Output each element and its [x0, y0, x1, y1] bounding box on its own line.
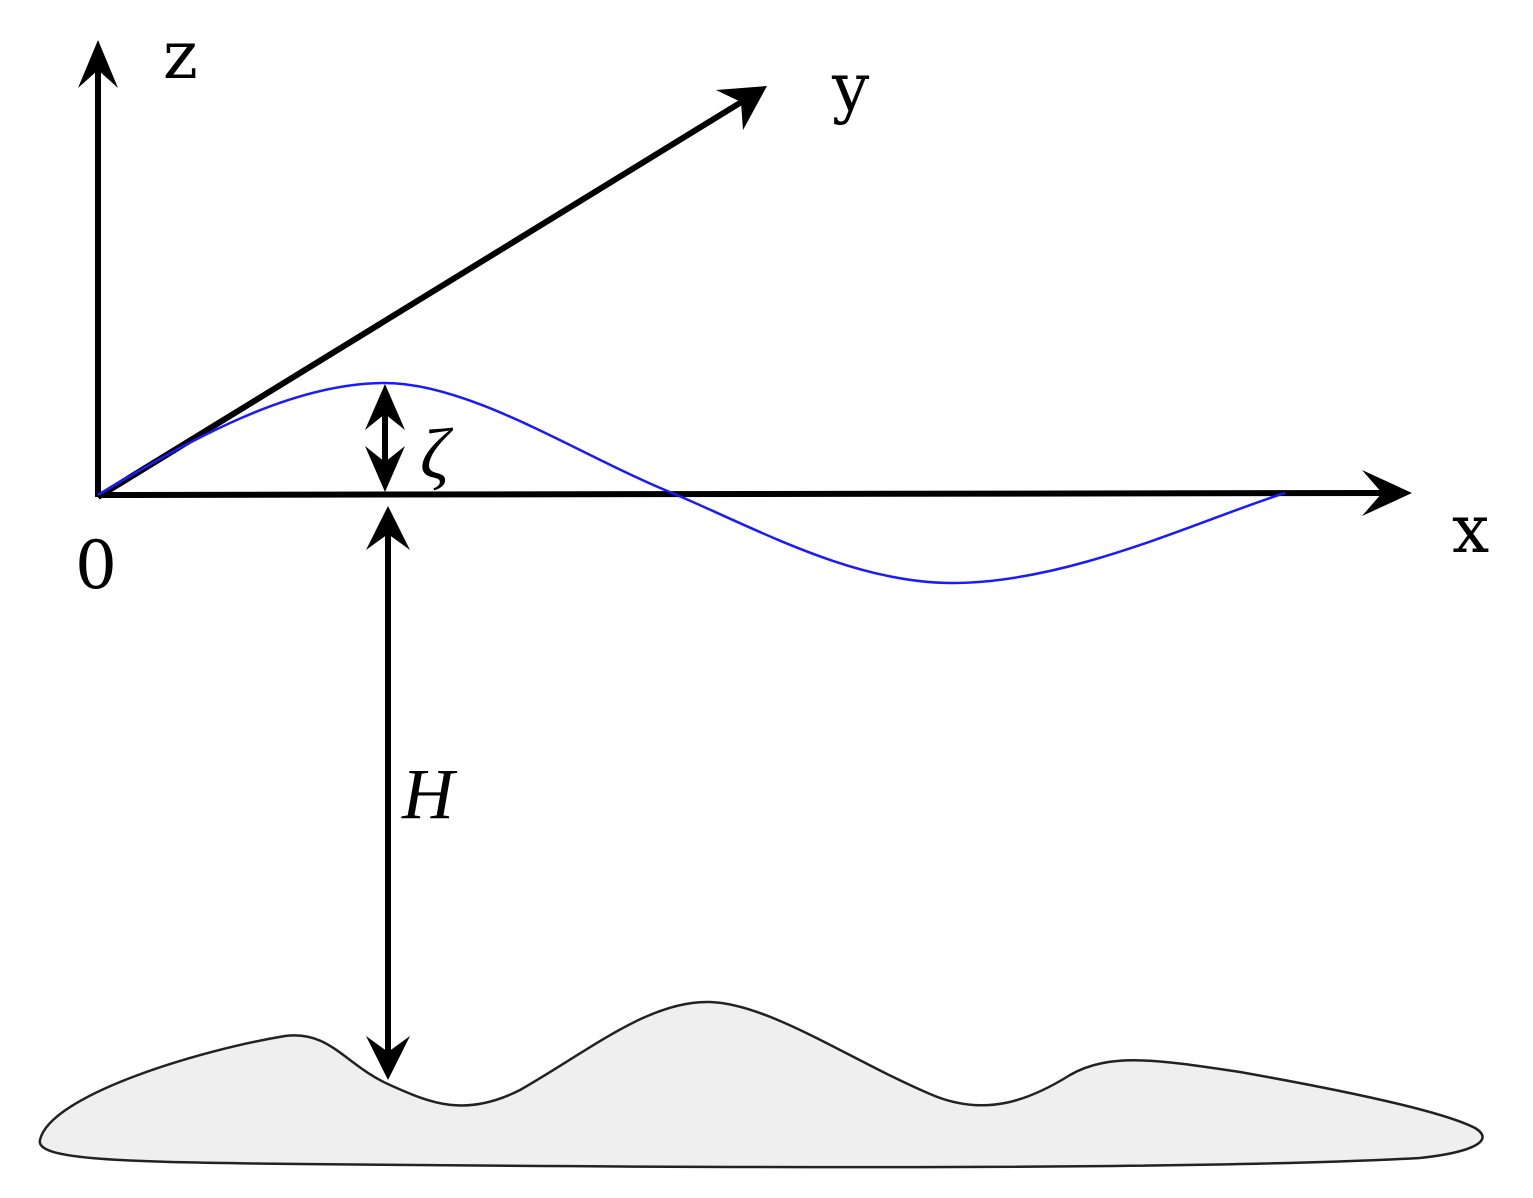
depth-arrow — [366, 506, 410, 1080]
y-axis-arrowhead — [716, 86, 767, 130]
x-axis-label: x — [1452, 491, 1489, 568]
origin-label: 0 — [75, 527, 117, 604]
y-axis — [96, 86, 767, 500]
seabed-shape — [38, 1000, 1484, 1169]
wave-surface — [97, 381, 1286, 585]
x-axis — [97, 470, 1412, 516]
z-axis-label: z — [163, 17, 198, 94]
y-axis-label: y — [831, 49, 870, 126]
depth-label: H — [401, 754, 458, 834]
x-axis-arrowhead — [1362, 470, 1412, 516]
z-axis-arrowhead — [78, 40, 118, 88]
z-axis — [78, 40, 118, 497]
wave-amplitude-label: ζ — [420, 414, 454, 494]
amplitude-arrow — [365, 384, 405, 492]
